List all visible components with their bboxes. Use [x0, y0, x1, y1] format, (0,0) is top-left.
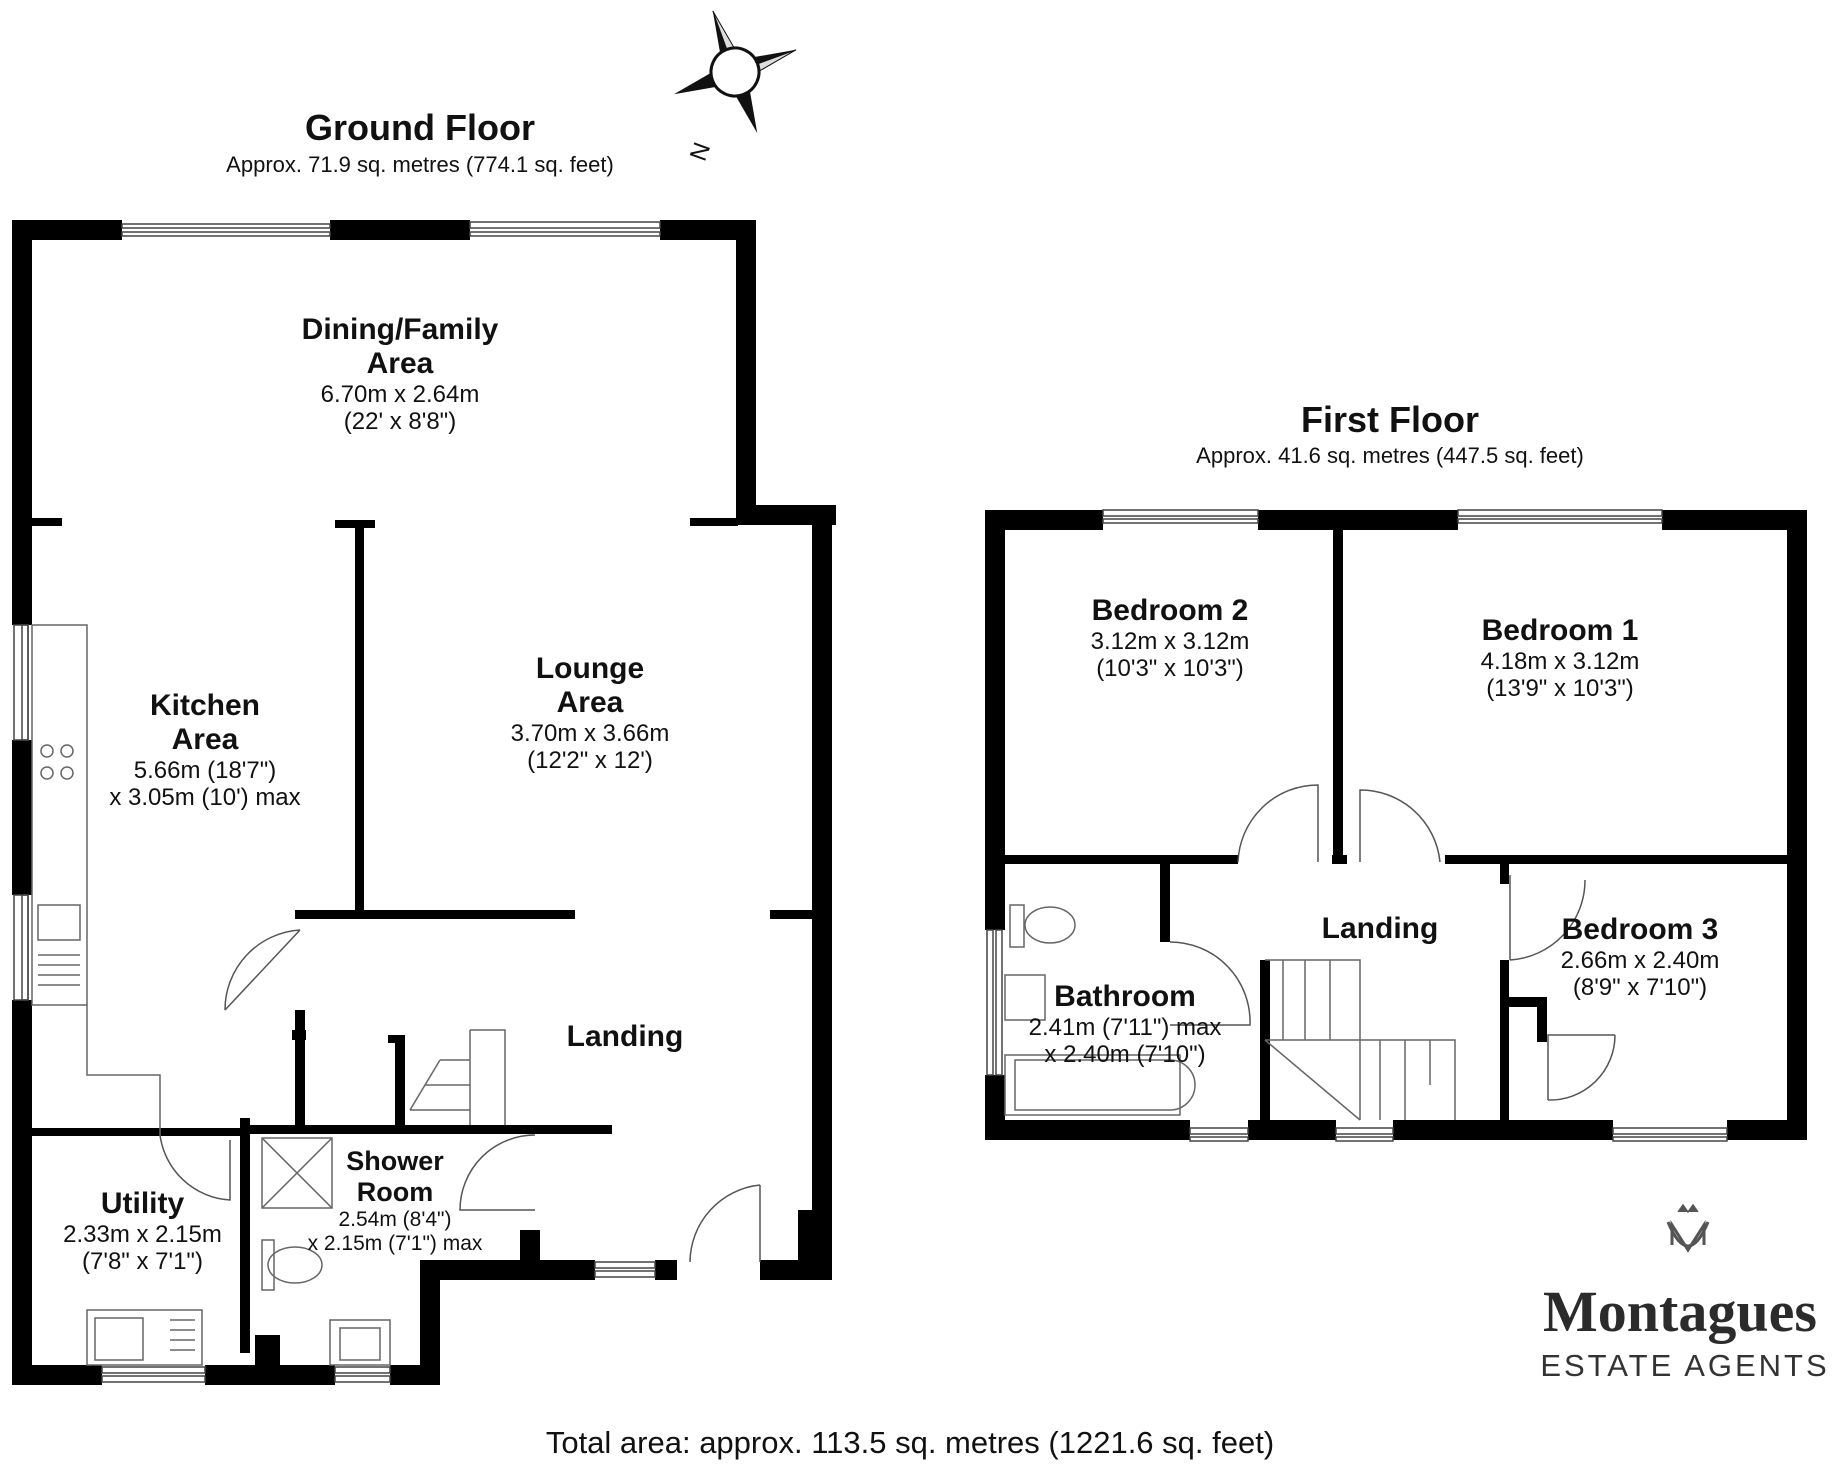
total-area: Total area: approx. 113.5 sq. metres (12… [545, 1425, 1275, 1460]
first-floor-title: First Floor [1301, 399, 1479, 440]
room-ground-landing: Landing [525, 1020, 725, 1054]
first-floor-walls [985, 510, 1807, 1140]
room-name: Bedroom 2 [1091, 594, 1249, 627]
room-name: Shower [346, 1146, 444, 1176]
room-dimensions: 2.66m x 2.40m [1560, 947, 1720, 974]
room-name: Area [366, 347, 434, 380]
ground-floor-title: Ground Floor [305, 107, 535, 148]
room-name: Kitchen [149, 689, 260, 722]
room-name: Bathroom [1054, 980, 1196, 1013]
room-dimensions: 4.18m x 3.12m [1480, 648, 1640, 675]
room-name: Area [171, 723, 239, 756]
room-dimensions: (12'2" x 12') [527, 747, 653, 774]
room-bedroom-1: Bedroom 1 4.18m x 3.12m (13'9" x 10'3") [1450, 614, 1670, 702]
first-floor-area: Approx. 41.6 sq. metres (447.5 sq. feet) [1196, 443, 1584, 468]
room-kitchen-area: Kitchen Area 5.66m (18'7") x 3.05m (10')… [70, 689, 340, 811]
ground-floor-doors [159, 929, 761, 1263]
ground-floor-area: Approx. 71.9 sq. metres (774.1 sq. feet) [226, 152, 614, 177]
room-shower-room: Shower Room 2.54m (8'4") x 2.15m (7'1") … [285, 1146, 505, 1256]
room-dimensions: 6.70m x 2.64m [320, 381, 480, 408]
first-floor-fixtures [1004, 904, 1456, 1121]
room-dimensions: (7'8" x 7'1") [82, 1248, 203, 1275]
room-dimensions: 3.12m x 3.12m [1090, 628, 1250, 655]
room-dimensions: x 3.05m (10') max [109, 784, 301, 811]
first-floor-windows [986, 509, 1728, 1142]
room-name: Landing [566, 1020, 684, 1053]
room-bedroom-2: Bedroom 2 3.12m x 3.12m (10'3" x 10'3") [1060, 594, 1280, 682]
room-dimensions: x 2.40m (7'10") [1044, 1041, 1206, 1068]
room-name: Dining/Family [301, 313, 499, 346]
room-dimensions: x 2.15m (7'1") max [307, 1232, 483, 1255]
room-first-landing: Landing [1290, 912, 1470, 946]
room-name: Lounge [535, 652, 645, 685]
room-dimensions: 2.33m x 2.15m [63, 1221, 222, 1248]
first-floor-doors [1169, 784, 1616, 1101]
room-bedroom-3: Bedroom 3 2.66m x 2.40m (8'9" x 7'10") [1540, 913, 1740, 1001]
room-dimensions: 5.66m (18'7") [133, 757, 277, 784]
room-dimensions: (10'3" x 10'3") [1096, 655, 1244, 682]
room-utility: Utility 2.33m x 2.15m (7'8" x 7'1") [40, 1187, 245, 1275]
room-lounge-area: Lounge Area 3.70m x 3.66m (12'2" x 12') [460, 652, 720, 774]
room-name: Room [356, 1177, 434, 1207]
ground-floor-fixtures [31, 624, 506, 1366]
brand-name: Montagues [1543, 1279, 1817, 1344]
room-name: Area [556, 686, 624, 719]
room-dining-family-area: Dining/Family Area 6.70m x 2.64m (22' x … [250, 313, 550, 435]
compass-rose [673, 10, 797, 134]
room-name: Landing [1321, 912, 1439, 945]
room-dimensions: 3.70m x 3.66m [510, 720, 670, 747]
room-dimensions: 2.41m (7'11") max [1028, 1014, 1222, 1041]
room-dimensions: (22' x 8'8") [343, 408, 457, 435]
room-dimensions: (13'9" x 10'3") [1486, 675, 1634, 702]
room-name: Utility [100, 1187, 185, 1220]
room-dimensions: (8'9" x 7'10") [1572, 974, 1708, 1001]
logo-mark [1666, 1203, 1710, 1253]
ground-floor-windows [13, 221, 661, 1383]
room-bathroom: Bathroom 2.41m (7'11") max x 2.40m (7'10… [1010, 980, 1240, 1068]
brand-tagline: ESTATE AGENTS [1540, 1348, 1830, 1383]
room-name: Bedroom 3 [1561, 913, 1719, 946]
ground-floor-walls [12, 220, 836, 1385]
room-dimensions: 2.54m (8'4") [338, 1208, 452, 1231]
room-name: Bedroom 1 [1481, 614, 1639, 647]
